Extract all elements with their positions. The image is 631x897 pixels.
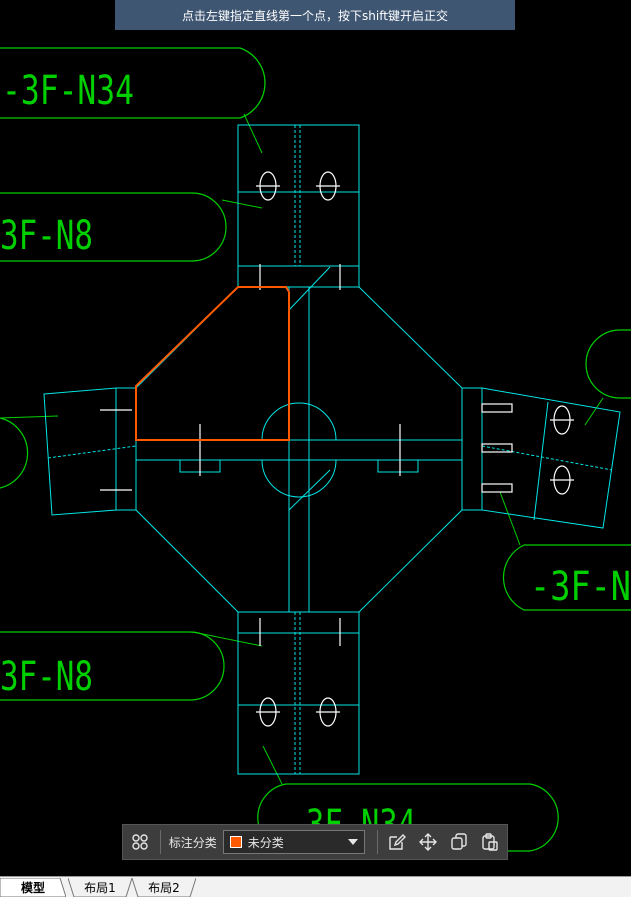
chevron-down-icon [347, 839, 358, 845]
steel-connection-outline [43, 124, 621, 775]
copy-button[interactable] [445, 828, 472, 856]
label-bubble-5 [502, 544, 631, 611]
label-text-2: 3F-N8 [0, 213, 93, 259]
move-icon [419, 833, 438, 851]
leader-line [243, 113, 263, 154]
label-text-4: 3F-N8 [0, 654, 93, 700]
leader-line [192, 631, 263, 647]
tab-model[interactable]: 模型 [0, 878, 66, 897]
label-text-3: -3F-N [530, 564, 631, 610]
leader-line [0, 415, 59, 419]
paste-button[interactable] [476, 828, 503, 856]
category-color-swatch [229, 836, 242, 848]
leader-line [499, 491, 521, 546]
tab-shape [68, 878, 132, 897]
layout-tabs: 模型 布局1 布局2 [0, 876, 631, 897]
left-plate [43, 387, 117, 516]
canvas-background [0, 0, 631, 876]
selected-polyline[interactable] [135, 286, 290, 441]
tab-layout-2-label: 布局2 [148, 880, 180, 895]
paste-icon [481, 833, 498, 851]
toolbar-separator [376, 830, 378, 854]
move-button[interactable] [415, 828, 442, 856]
edit-button[interactable] [384, 828, 411, 856]
tab-layout-1-label: 布局1 [84, 880, 116, 895]
grid-button[interactable] [127, 828, 154, 856]
tab-model-label: 模型 [20, 880, 45, 895]
label-bubble-4 [585, 329, 631, 399]
leader-line [584, 397, 604, 426]
tab-shape [132, 878, 196, 897]
label-bubble-1 [0, 47, 266, 119]
tab-layout-2[interactable]: 布局2 [132, 878, 196, 897]
leader-line [262, 745, 283, 785]
leader-lines [0, 113, 604, 785]
tag-category-label: 标注分类 [168, 835, 217, 850]
category-select[interactable]: 未分类 [222, 830, 365, 854]
tab-layout-1[interactable]: 布局1 [68, 878, 132, 897]
copy-icon [451, 833, 467, 850]
command-hint: 点击左键指定直线第一个点，按下shift键开启正交 [115, 0, 515, 30]
toolbar-separator [159, 830, 161, 854]
annotation-toolbar: 标注分类 未分类 [122, 824, 508, 860]
bolt-holes [100, 171, 574, 727]
cad-drawing-canvas[interactable]: -3F-N34 3F-N8 -3F-N 3F-N8 3F-N34 [0, 0, 631, 876]
edit-icon [389, 834, 407, 850]
label-bubble-7 [257, 783, 559, 852]
label-bubble-2 [0, 192, 227, 262]
tab-shape [0, 878, 66, 897]
category-select-value: 未分类 [247, 835, 284, 850]
leader-line [221, 199, 263, 209]
grid-icon [132, 834, 149, 850]
label-bubble-3 [0, 417, 29, 489]
right-plate [481, 387, 621, 529]
label-text-1: -3F-N34 [2, 68, 134, 114]
